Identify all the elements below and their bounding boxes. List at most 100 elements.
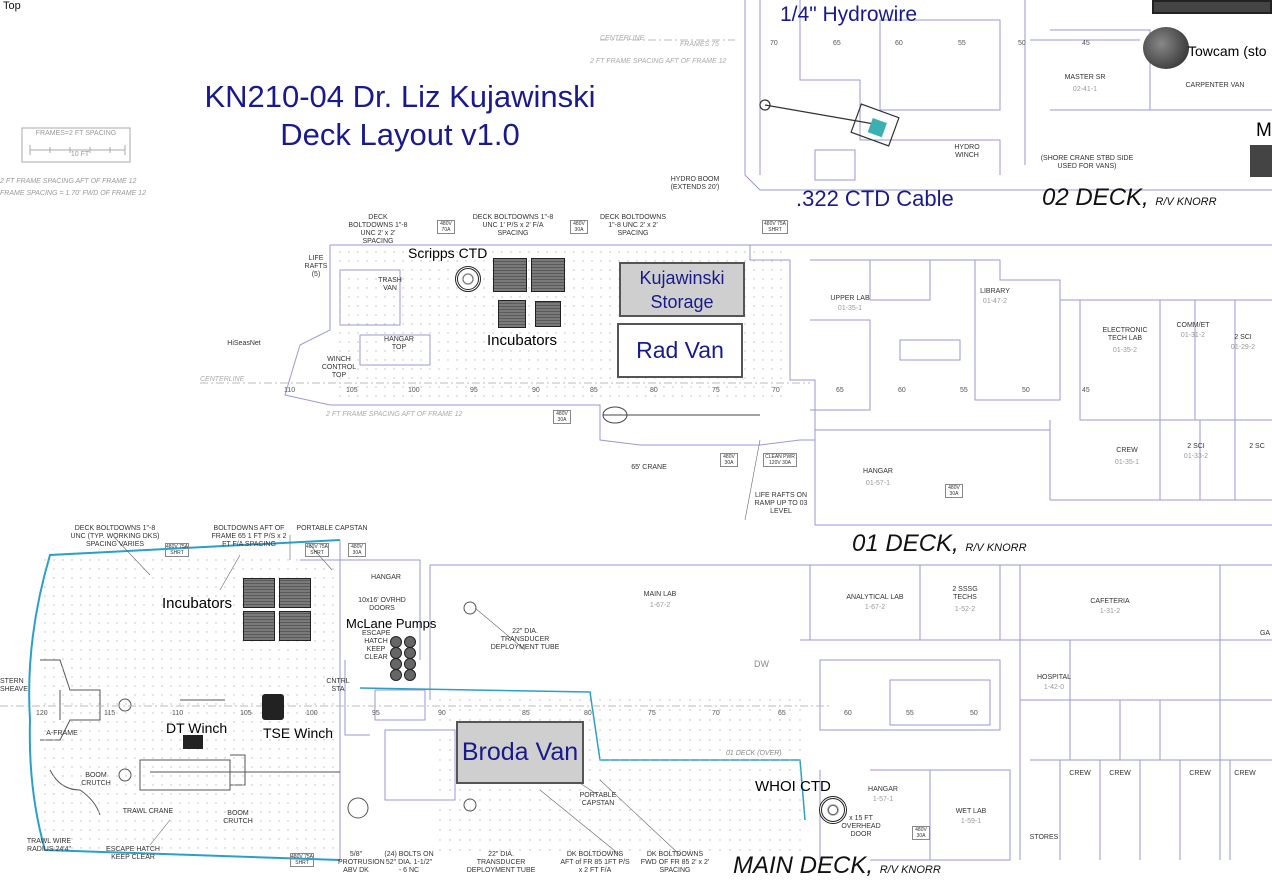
mclane-pumps-cluster	[390, 636, 420, 682]
frame-spacing-01-note: 2 FT FRAME SPACING AFT OF FRAME 12	[326, 411, 463, 418]
frame-number: 105	[240, 710, 252, 717]
comm-et-label: COMM/ET	[1176, 322, 1210, 329]
escape-hatch-b-label: ESCAPE HATCH KEEP CLEAR	[106, 846, 160, 861]
incubator-unit	[531, 258, 565, 292]
deck02-name: 02 DECK,	[1042, 184, 1149, 211]
crew-01-number: 01-35-1	[1114, 459, 1140, 466]
boom-crutch-b-label: BOOM CRUTCH	[223, 810, 253, 825]
tse-winch-label: TSE Winch	[263, 725, 334, 741]
frame-number: 60	[898, 387, 906, 394]
hangar-main-label: HANGAR	[371, 574, 401, 581]
two-sci-number: 01-29-2	[1230, 344, 1256, 351]
clean-power-label: CLEAN PWR 120V 30A	[763, 453, 797, 467]
a-frame-label: A-FRAME	[46, 730, 78, 737]
whoi-ctd-label: WHOI CTD	[755, 778, 831, 795]
deck01-ship: R/V KNORR	[965, 542, 1027, 554]
shore-crane-note: (SHORE CRANE STBD SIDE USED FOR VANS)	[1040, 155, 1134, 170]
title-line-1: KN210-04 Dr. Liz Kujawinski	[204, 79, 596, 114]
incubator-unit	[279, 578, 311, 608]
crew-d-label: CREW	[1234, 770, 1256, 777]
main-deck-name: MAIN DECK,	[733, 852, 874, 879]
analytical-lab-label: ANALYTICAL LAB	[846, 594, 904, 601]
frame-number: 45	[1082, 40, 1090, 47]
trawl-wire-label: TRAWL WIRE RADIUS 24'4"	[26, 838, 72, 853]
deck02-ship: R/V KNORR	[1155, 196, 1217, 208]
dt-winch-icon	[183, 735, 203, 749]
analytical-lab-number: 1-67-2	[864, 604, 886, 611]
life-rafts-label: LIFE RAFTS (5)	[304, 255, 328, 278]
centerline-02: CENTERLINE	[600, 35, 645, 42]
frame-number: 55	[906, 710, 914, 717]
frame-number: 120	[36, 710, 48, 717]
wet-lab-number: 1-59-1	[960, 818, 982, 825]
trawl-crane-label: TRAWL CRANE	[122, 808, 174, 815]
power-480v-75a-bottom: 480V 75A SHRT	[290, 853, 314, 867]
frame-number: 80	[584, 710, 592, 717]
frame-number: 110	[172, 710, 184, 717]
boltdowns-aft-note: BOLTDOWNS AFT OF FRAME 65 1 FT P/S x 2 F…	[211, 525, 287, 548]
frames-legend-graphic	[21, 127, 131, 163]
ten-ft-label: 10 FT	[70, 151, 90, 158]
scripps-ctd-icon	[455, 266, 481, 292]
power-480v-70a: 480V 70A	[437, 220, 455, 234]
frame-number: 95	[372, 710, 380, 717]
hospital-number: 1-42-0	[1043, 684, 1065, 691]
frame-number: 85	[590, 387, 598, 394]
towcam-icon	[1143, 27, 1189, 69]
stern-sheave-label: STERN SHEAVE	[0, 678, 28, 693]
crew-b-label: CREW	[1109, 770, 1131, 777]
frame-number: 45	[1082, 387, 1090, 394]
frame-number: 65	[836, 387, 844, 394]
frame-number: 70	[772, 387, 780, 394]
power-480v-75a-main-b: 480V 75A SHRT	[305, 543, 329, 557]
hiseasnet-label: HiSeasNet	[227, 340, 261, 347]
ssg-techs-number: 1-52-2	[954, 606, 976, 613]
frame-spacing-aft-note: 2 FT FRAME SPACING AFT OF FRAME 12	[0, 178, 137, 185]
cafeteria-label: CAFETERIA	[1090, 598, 1130, 605]
whoi-ctd-icon	[819, 796, 847, 824]
main-lab-label: MAIN LAB	[643, 591, 677, 598]
frame-number: 105	[346, 387, 358, 394]
frame-number: 65	[833, 40, 841, 47]
frame-number: 60	[895, 40, 903, 47]
deck01-outline	[284, 244, 1272, 526]
life-rafts-ramp-note: LIFE RAFTS ON RAMP UP TO 03 LEVEL	[754, 492, 808, 515]
broda-van: Broda Van	[456, 721, 584, 784]
incubator-unit	[498, 300, 526, 328]
cut-off-block	[1250, 145, 1272, 177]
master-sr-label: MASTER SR	[1064, 74, 1106, 81]
hangar-top-label: HANGAR TOP	[384, 336, 414, 351]
library-label: LIBRARY	[980, 288, 1010, 295]
crew-01-label: CREW	[1116, 447, 1138, 454]
hydrowire-label: 1/4" Hydrowire	[780, 3, 918, 26]
power-480v-75a: 480V 75A SHRT	[762, 220, 788, 234]
frames-75-label: FRAMES 75	[680, 41, 719, 48]
cut-off-label: M	[1256, 120, 1272, 141]
pump-icon	[390, 669, 402, 681]
power-480v-30a: 480V 30A	[570, 220, 588, 234]
title-line-2: Deck Layout v1.0	[280, 117, 520, 152]
rad-van-label: Rad Van	[636, 337, 724, 363]
bolts-note: (24) BOLTS ON 52" DIA. 1-1/2" - 6 NC	[384, 851, 434, 874]
upper-lab-label: UPPER LAB	[830, 295, 870, 302]
leader-lines	[114, 439, 761, 856]
pump-icon	[404, 669, 416, 681]
deck02-title: 02 DECK, R/V KNORR	[1042, 184, 1217, 212]
kujawinski-storage-van: Kujawinski Storage	[619, 262, 745, 317]
overhead-door-label: x 15 FT OVERHEAD DOOR	[841, 815, 881, 838]
hospital-label: HOSPITAL	[1036, 674, 1072, 681]
deck02-crane	[759, 99, 900, 147]
frame-number: 110	[284, 387, 296, 394]
escape-hatch-label: ESCAPE HATCH KEEP CLEAR	[362, 630, 391, 661]
power-480v-30a-e: 480V 30A	[912, 826, 930, 840]
main-boltdowns-note: DECK BOLTDOWNS 1"-8 UNC (TYP. WORKING DK…	[70, 525, 160, 548]
power-480v-30a-c: 480V 30A	[720, 453, 738, 467]
hangar-main-b-number: 1-57-1	[872, 796, 894, 803]
kujawinski-storage-line1: Kujawinski	[639, 267, 725, 288]
incubator-unit	[243, 578, 275, 608]
frame-numbers-01: 110 105 100 95 90 85 80 75 70 65 60 55 5…	[284, 387, 1090, 397]
broda-van-label: Broda Van	[461, 738, 579, 766]
incubator-unit	[493, 258, 527, 292]
boom-crutch-label: BOOM CRUTCH	[81, 772, 111, 787]
